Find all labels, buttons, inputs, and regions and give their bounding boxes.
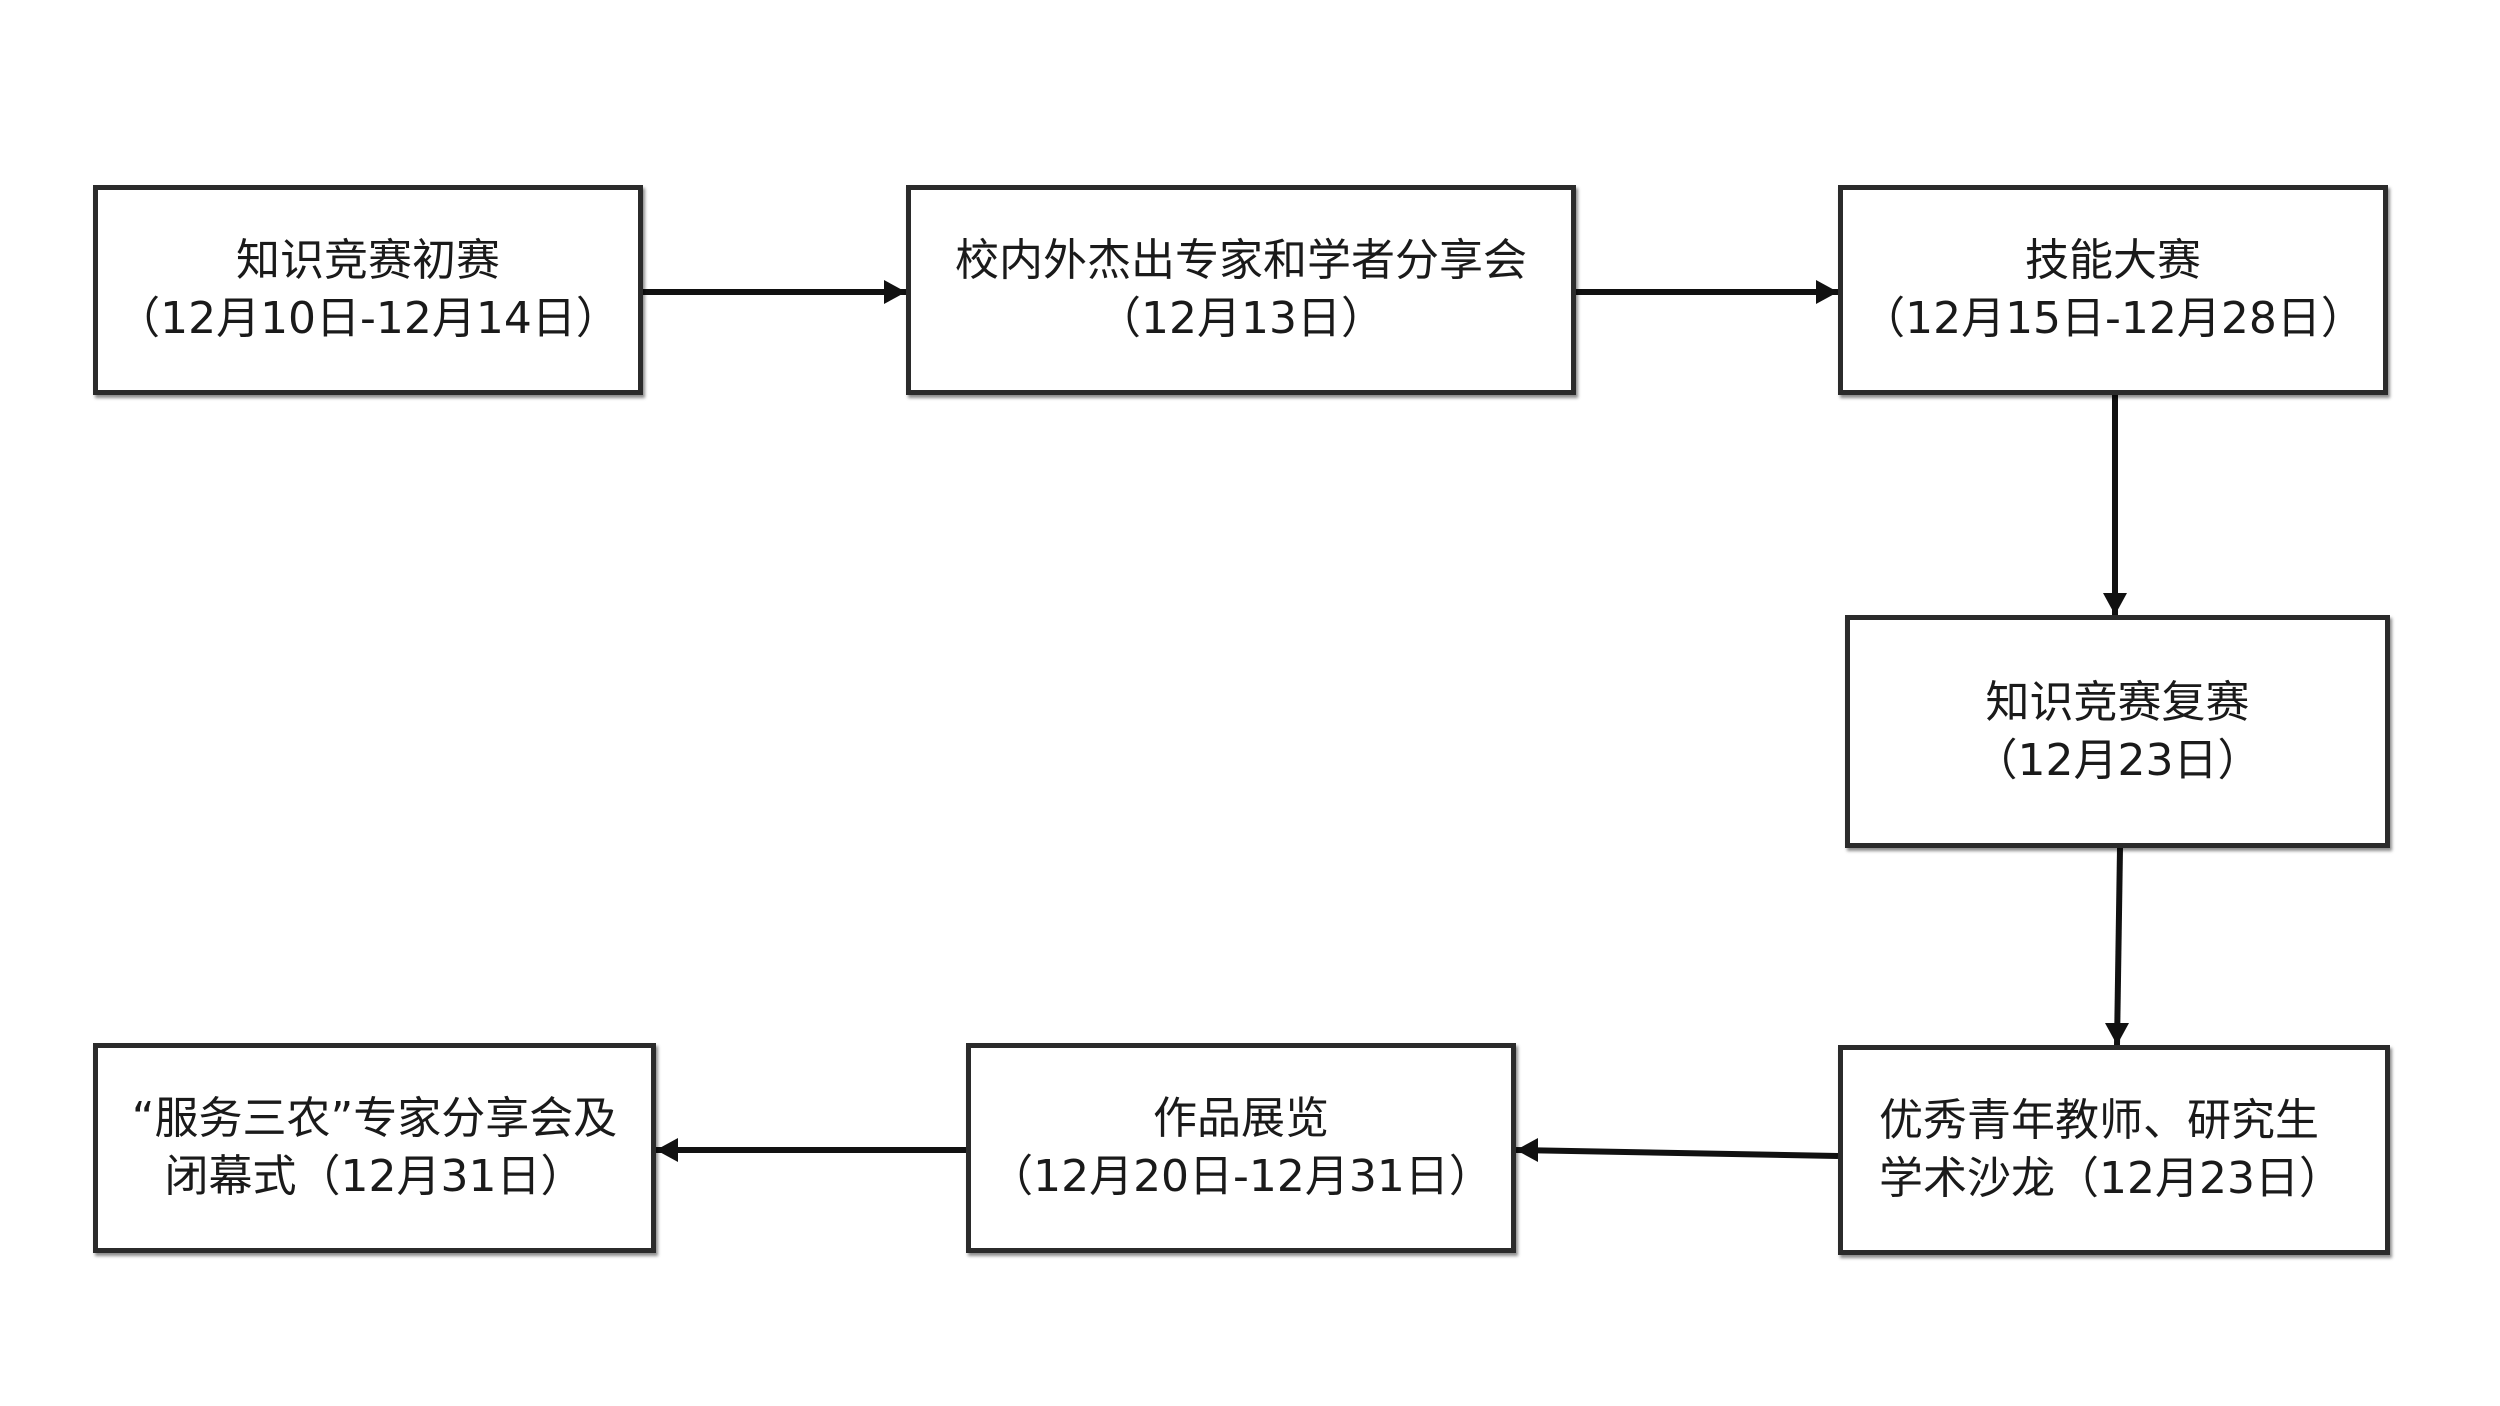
arrowhead-n5-n6	[1516, 1138, 1538, 1162]
node-title: 知识竞赛复赛	[1985, 676, 2250, 728]
node-date: （12月10日-12月14日）	[116, 293, 620, 344]
arrowhead-n1-n2	[884, 280, 906, 304]
node-date: （12月23日）	[1973, 734, 2262, 786]
node-title: 知识竞赛初赛	[236, 235, 500, 286]
node-works-exhibition: 作品展览 （12月20日-12月31日）	[966, 1043, 1516, 1253]
node-closing-ceremony: “服务三农”专家分享会及 闭幕式（12月31日）	[93, 1043, 656, 1253]
edge-n5-n6	[1515, 1147, 1839, 1159]
node-date: 闭幕式（12月31日）	[164, 1151, 585, 1202]
node-knowledge-contest-preliminary: 知识竞赛初赛 （12月10日-12月14日）	[93, 185, 643, 395]
node-title: “服务三农”专家分享会及	[131, 1093, 618, 1144]
arrowhead-n2-n3	[1816, 280, 1838, 304]
node-date: （12月15日-12月28日）	[1861, 293, 2365, 344]
node-date: （12月13日）	[1097, 293, 1385, 344]
node-title: 技能大赛	[2025, 235, 2201, 286]
node-expert-scholar-sharing: 校内外杰出专家和学者分享会 （12月13日）	[906, 185, 1576, 395]
node-knowledge-contest-semifinal: 知识竞赛复赛 （12月23日）	[1845, 615, 2390, 848]
node-skills-contest: 技能大赛 （12月15日-12月28日）	[1838, 185, 2388, 395]
edge-n4-n5	[2114, 847, 2123, 1046]
node-date: （12月20日-12月31日）	[989, 1151, 1493, 1202]
node-date: 学术沙龙（12月23日）	[1879, 1153, 2343, 1204]
node-title: 优秀青年教师、研究生	[1879, 1095, 2319, 1146]
node-title: 校内外杰出专家和学者分享会	[955, 235, 1527, 286]
arrowhead-n3-n4	[2103, 593, 2127, 615]
node-academic-salon: 优秀青年教师、研究生 学术沙龙（12月23日）	[1838, 1045, 2390, 1255]
arrowhead-n4-n5	[2105, 1023, 2129, 1045]
arrowhead-n6-n7	[656, 1138, 678, 1162]
node-title: 作品展览	[1153, 1093, 1329, 1144]
